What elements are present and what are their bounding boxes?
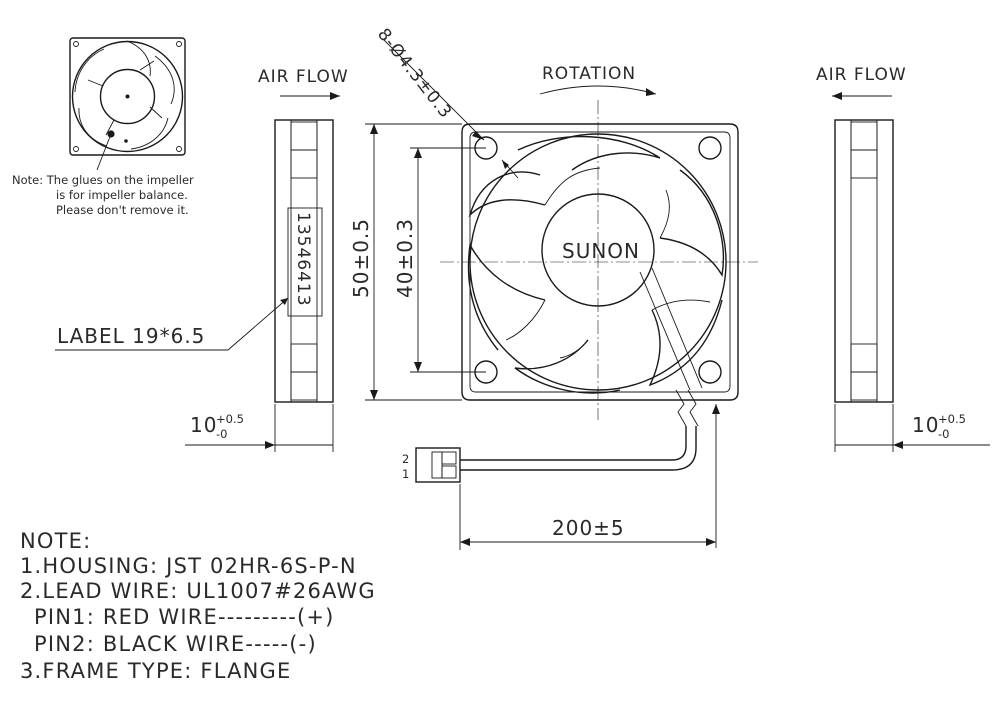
note-pin2: PIN2: BLACK WIRE-----(-): [34, 632, 317, 656]
outer-dim: [365, 123, 462, 401]
right-side-view: [834, 119, 894, 403]
rotation-arrow: [539, 85, 657, 96]
note-pin1: PIN1: RED WIRE---------(+): [34, 605, 335, 629]
left-side-view: [274, 119, 334, 403]
pin-1-marker: 1: [402, 467, 409, 481]
hole-callout: 8-Ø4.3±0.3: [373, 25, 456, 123]
outer-dim-value: 50±0.5: [349, 218, 373, 298]
impeller-note-line-1: Note: The glues on the impeller: [12, 173, 194, 187]
fan-blades: [467, 135, 725, 394]
left-air-flow-arrow: [280, 92, 340, 100]
left-thickness-dim: [185, 404, 334, 452]
label-callout-leader: [55, 297, 289, 351]
right-thickness-tol-minus: -0: [938, 427, 949, 441]
note-frame-type: 3.FRAME TYPE: FLANGE: [20, 659, 292, 683]
right-thickness-value: 10: [912, 413, 939, 437]
note-housing: 1.HOUSING: JST 02HR-6S-P-N: [20, 554, 357, 578]
right-air-flow-arrow: [832, 92, 892, 100]
brand-name: SUNON: [562, 239, 640, 263]
wire-channel: [639, 267, 703, 427]
impeller-note-line-3: Please don't remove it.: [56, 203, 189, 217]
left-thickness-value: 10: [190, 413, 217, 437]
impeller-sketch: [69, 37, 186, 171]
right-thickness-dim: [834, 404, 990, 452]
note-lead-wire: 2.LEAD WIRE: UL1007#26AWG: [20, 579, 376, 603]
product-label: 13546413: [287, 207, 323, 317]
rotation-label: ROTATION: [542, 64, 636, 84]
pin-2-marker: 2: [402, 452, 409, 466]
right-air-flow-label: AIR FLOW: [816, 65, 907, 85]
right-thickness-tol-plus: +0.5: [938, 412, 966, 426]
hole-pitch-value: 40±0.3: [393, 218, 417, 298]
lead-length-value: 200±5: [552, 516, 625, 540]
label-callout: LABEL 19*6.5: [57, 324, 205, 348]
hole-pitch-dim: [410, 147, 486, 373]
left-thickness-tol-plus: +0.5: [216, 412, 244, 426]
label-code: 13546413: [293, 212, 313, 307]
notes-title: NOTE:: [20, 529, 91, 553]
lead-length-dim: [459, 484, 716, 550]
impeller-note-line-2: is for impeller balance.: [56, 188, 188, 202]
left-thickness-tol-minus: -0: [216, 427, 227, 441]
center-lines: [440, 100, 758, 420]
left-air-flow-label: AIR FLOW: [258, 67, 349, 87]
lead-wire: [460, 404, 720, 548]
connector: [415, 447, 461, 483]
